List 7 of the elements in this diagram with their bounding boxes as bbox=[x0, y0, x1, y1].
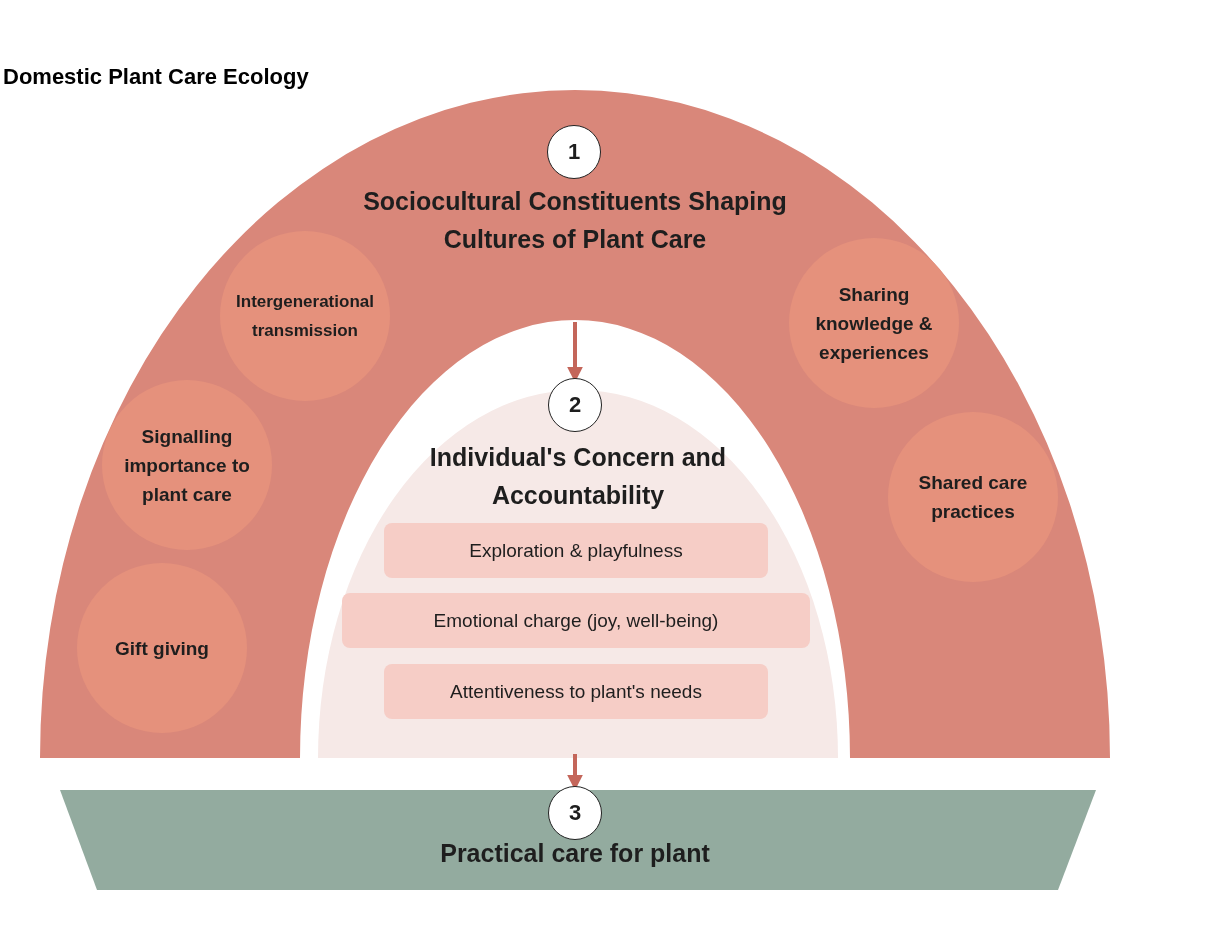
heading-text: Individual's Concern and Accountability bbox=[428, 442, 728, 511]
heading-text: Practical care for plant bbox=[439, 838, 711, 869]
theme-bar: Exploration & playfulness bbox=[384, 523, 768, 578]
diagram-title: Domestic Plant Care Ecology bbox=[3, 64, 309, 90]
theme-bar: Emotional charge (joy, well-being) bbox=[342, 593, 810, 648]
number-circle: 2 bbox=[548, 378, 602, 432]
theme-bar: Attentiveness to plant's needs bbox=[384, 664, 768, 719]
